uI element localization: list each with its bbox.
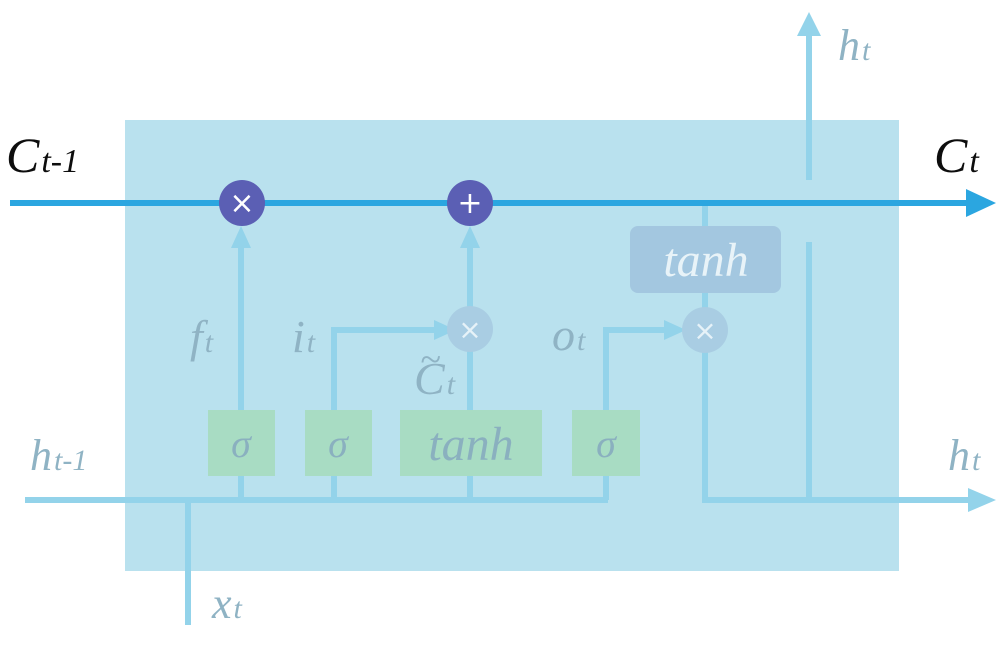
h-top-label: ht — [838, 21, 871, 70]
h-out-sub: t — [972, 444, 981, 477]
ctilde-label: Ct — [414, 353, 456, 404]
cell-add-op: + — [447, 180, 493, 226]
o-sub: t — [577, 324, 586, 357]
input-gate: σ — [305, 410, 372, 476]
forget-gate-label: σ — [231, 421, 252, 466]
input-gate-label: σ — [328, 421, 349, 466]
forget-multiply-op: × — [219, 180, 265, 226]
c-next-sub: t — [969, 143, 980, 180]
x-label: xt — [211, 579, 243, 628]
output-gate-label: σ — [596, 421, 617, 466]
c-prev-sub: t-1 — [41, 143, 79, 180]
cell-tanh-label: tanh — [663, 234, 748, 287]
cell-add-symbol: + — [457, 186, 482, 221]
ctilde-sub: t — [447, 368, 456, 401]
ctilde-accent: ~ — [420, 339, 441, 381]
c-prev-label: Ct-1 — [6, 127, 79, 183]
output-gate: σ — [572, 410, 640, 476]
h-prev-main: h — [30, 431, 52, 480]
i-label: it — [292, 311, 316, 362]
input-multiply-symbol: × — [458, 313, 481, 346]
h-top-sub: t — [862, 34, 871, 67]
forget-gate: σ — [208, 410, 275, 476]
x-main: x — [211, 579, 232, 628]
h-out-main: h — [948, 431, 970, 480]
candidate-gate-label: tanh — [428, 418, 513, 471]
soft-arrowheads — [231, 12, 996, 512]
h-prev-label: ht-1 — [30, 431, 87, 480]
x-sub: t — [234, 592, 243, 625]
h-out-label: ht — [948, 431, 981, 480]
c-next-main: C — [934, 127, 968, 183]
input-multiply-op: × — [447, 306, 493, 352]
output-multiply-symbol: × — [693, 314, 716, 347]
c-prev-main: C — [6, 127, 40, 183]
forget-multiply-symbol: × — [229, 186, 254, 221]
output-multiply-op: × — [682, 307, 728, 353]
o-main: o — [552, 309, 575, 360]
c-next-label: Ct — [934, 127, 980, 183]
h-prev-sub: t-1 — [54, 444, 87, 477]
f-sub: t — [205, 326, 214, 359]
cell-state-arrowhead — [966, 189, 996, 217]
candidate-gate: tanh — [400, 410, 542, 476]
h-top-main: h — [838, 21, 860, 70]
i-sub: t — [307, 326, 316, 359]
cell-tanh-box: tanh — [630, 226, 781, 293]
i-main: i — [292, 311, 305, 362]
ctilde-main: C — [414, 353, 446, 404]
o-label: ot — [552, 309, 586, 360]
